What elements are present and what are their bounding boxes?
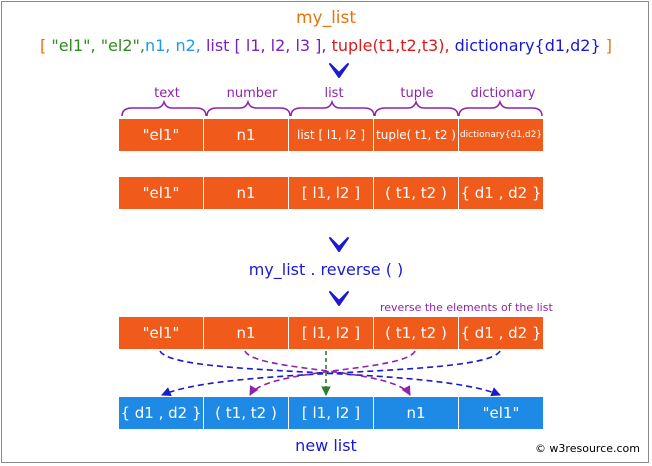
cell: tuple( t1, t2 ): [374, 119, 458, 151]
brace-text: [121, 99, 207, 117]
arrow-dictionary: [161, 350, 501, 397]
down-chevron-icon: [329, 63, 349, 78]
cell: dictionary{d1,d2}: [459, 119, 543, 151]
category-label-dictionary: dictionary: [470, 86, 536, 101]
diagram-title: my_list: [295, 8, 357, 28]
cell: { d1 , d2 }: [459, 317, 543, 349]
original-list-row: "el1" n1 [ l1, l2 ] ( t1, t2 ) { d1 , d2…: [119, 177, 543, 209]
reversed-list-row: { d1 , d2 } ( t1, t2 ) [ l1, l2 ] n1 "el…: [119, 397, 543, 429]
arrow-el1: [159, 350, 501, 397]
cell: "el1": [119, 177, 203, 209]
cell: ( t1, t2 ): [204, 397, 288, 429]
down-chevron-icon: [329, 237, 349, 252]
reverse-note: reverse the elements of the list: [380, 301, 553, 314]
arrow-n1: [244, 350, 411, 396]
cell: "el1": [459, 397, 543, 429]
cell: list [ l1, l2 ]: [289, 119, 373, 151]
cell: "el1": [119, 317, 203, 349]
cell: { d1 , d2 }: [119, 397, 203, 429]
reverse-method-call: my_list . reverse ( ): [248, 260, 404, 279]
cell: ( t1, t2 ): [374, 177, 458, 209]
category-label-tuple: tuple: [400, 86, 434, 101]
cell: [ l1, l2 ]: [289, 177, 373, 209]
new-list-label: new list: [295, 436, 357, 455]
category-label-number: number: [226, 86, 278, 101]
brace-list: [290, 99, 375, 117]
decl-strings: "el1", "el2",: [51, 36, 145, 55]
brace-dictionary: [458, 99, 543, 117]
list-before-reverse-row: "el1" n1 [ l1, l2 ] ( t1, t2 ) { d1 , d2…: [119, 317, 543, 349]
brace-number: [206, 99, 291, 117]
cell: n1: [204, 177, 288, 209]
decl-tuple: tuple(t1,t2,t3),: [331, 36, 455, 55]
brace-tuple: [374, 99, 459, 117]
cell: ( t1, t2 ): [374, 317, 458, 349]
category-label-list: list: [324, 86, 344, 101]
decl-open-bracket: [: [40, 36, 52, 55]
decl-numbers: n1, n2,: [144, 36, 206, 55]
cell: "el1": [119, 119, 203, 151]
cell: n1: [204, 317, 288, 349]
arrow-tuple: [249, 350, 416, 396]
cell: n1: [204, 119, 288, 151]
decl-close-bracket: ]: [600, 36, 612, 55]
down-chevron-icon: [329, 291, 349, 306]
cell: { d1 , d2 }: [459, 177, 543, 209]
category-braces: [121, 99, 543, 117]
cell: [ l1, l2 ]: [289, 397, 373, 429]
cell: n1: [374, 397, 458, 429]
decl-dictionary: dictionary{d1,d2}: [454, 36, 601, 55]
typed-elements-row: "el1" n1 list [ l1, l2 ] tuple( t1, t2 )…: [119, 119, 543, 151]
category-label-text: text: [154, 86, 180, 101]
cell: [ l1, l2 ]: [289, 317, 373, 349]
credit-watermark: © w3resource.com: [534, 442, 640, 455]
list-declaration: [ "el1", "el2",n1, n2, list [ l1, l2, l3…: [0, 36, 652, 55]
decl-list: list [ l1, l2, l3 ],: [205, 36, 332, 55]
